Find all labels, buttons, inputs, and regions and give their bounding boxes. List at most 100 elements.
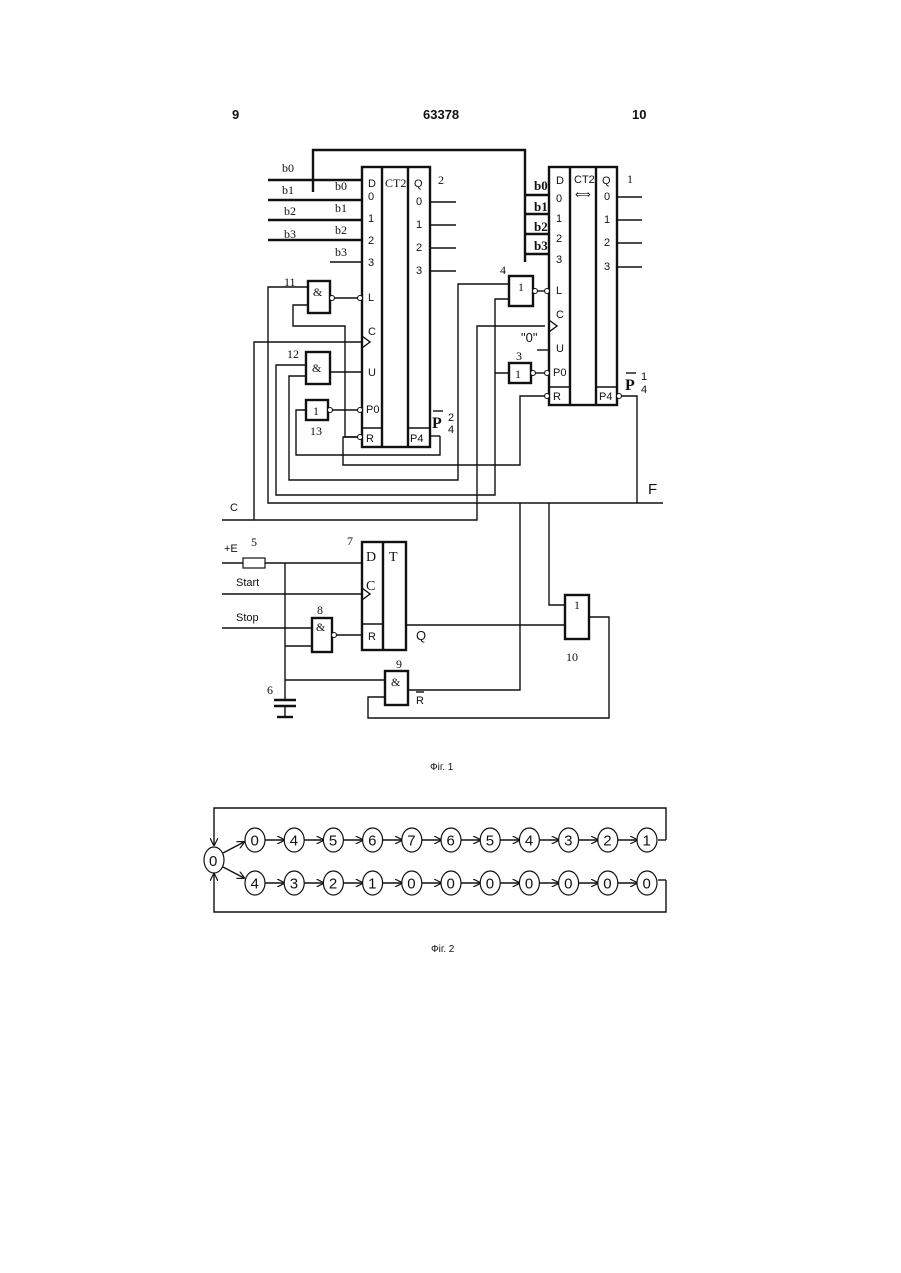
b-input-label: b0 [534, 178, 548, 193]
figure-2-state-diagram: 0 04567654321 43210000000 [204, 808, 666, 912]
counter-title: CT2 [574, 174, 595, 186]
gate-3: 1 3 [509, 349, 545, 383]
state-label: 0 [486, 876, 494, 893]
q-label: 1 [604, 214, 610, 226]
figure-2-caption: Фiг. 2 [431, 944, 455, 955]
state-label: 4 [290, 833, 298, 850]
b-input-label: b2 [534, 219, 548, 234]
ctrl-label: C [368, 326, 376, 338]
gate-symbol: & [313, 285, 323, 299]
page-number-left: 9 [232, 107, 239, 122]
q-label: 2 [416, 242, 422, 254]
counter-number: 1 [627, 172, 633, 186]
d-label: D [368, 178, 376, 190]
counter-1: CT2 ⟺ 1 D 0 1 2 3 L C U P0 R Q 0 1 2 3 P… [525, 167, 647, 405]
b-input-label: b3 [534, 238, 548, 253]
b-input-label: b0 [282, 161, 294, 175]
state-label: 0 [407, 876, 415, 893]
stop-label: Stop [236, 612, 259, 624]
p4-label: P4 [410, 433, 423, 445]
state-label: 0 [564, 876, 572, 893]
p-sup: 2 [448, 412, 454, 424]
q-label: 3 [416, 265, 422, 277]
counter-arrow: ⟺ [575, 189, 591, 201]
d-label: 1 [556, 213, 562, 225]
counter-title: CT2 [385, 176, 406, 190]
trigger-t: T [389, 550, 398, 565]
d-label: 3 [368, 257, 374, 269]
capacitor-number: 6 [267, 683, 273, 697]
d-label: 0 [368, 191, 374, 203]
gate-symbol: & [316, 620, 326, 634]
gate-symbol: 1 [574, 598, 580, 612]
top-row: 04567654321 [245, 828, 657, 852]
c-label: C [230, 502, 238, 514]
gate-number: 4 [500, 263, 506, 277]
p-bar-label: P [625, 377, 635, 394]
state-label: 2 [603, 833, 611, 850]
state-label: 0 [251, 833, 259, 850]
state-label: 5 [329, 833, 337, 850]
ctrl-label: P0 [553, 367, 566, 379]
q-label: Q [414, 178, 423, 190]
b-input-label: b1 [335, 201, 347, 215]
q-output-label: Q [416, 628, 426, 643]
trigger-number: 7 [347, 534, 353, 548]
q-label: 0 [416, 196, 422, 208]
counter-2: CT2 2 D 0 1 2 3 L C U P0 R Q 0 1 2 3 P4 [358, 167, 457, 447]
trigger-r: R [368, 631, 376, 643]
page-number-right: 10 [632, 107, 646, 122]
q-label: Q [602, 175, 611, 187]
d-label: 1 [368, 213, 374, 225]
b-input-label: b0 [335, 179, 347, 193]
state-label: 3 [290, 876, 298, 893]
q-label: 1 [416, 219, 422, 231]
patent-number: 63378 [423, 107, 459, 122]
state-label: 0 [643, 876, 651, 893]
gate-number: 10 [566, 650, 578, 664]
state-label: 6 [368, 833, 376, 850]
state-label: 6 [447, 833, 455, 850]
zero-constant: "0" [521, 330, 538, 345]
ctrl-label: R [366, 433, 374, 445]
trigger-d: D [366, 550, 376, 565]
state-label: 5 [486, 833, 494, 850]
figure-1-circuit: b0 b1 b2 b3 b0 b1 b2 b3 CT2 2 D 0 1 2 3 … [222, 150, 663, 718]
b-input-label: b3 [335, 245, 347, 259]
gate-9: & 9 [385, 657, 408, 705]
ctrl-label: L [368, 292, 374, 304]
gate-number: 8 [317, 603, 323, 617]
trigger-7: 7 D T C R [347, 534, 406, 650]
counter-number: 2 [438, 173, 444, 187]
state-label: 4 [251, 876, 259, 893]
ctrl-label: R [553, 391, 561, 403]
gate-symbol: 1 [313, 404, 319, 418]
gate-8: & 8 [312, 603, 362, 652]
ctrl-label: C [556, 309, 564, 321]
gate-number: 9 [396, 657, 402, 671]
b-input-label: b2 [284, 204, 296, 218]
ctrl-label: U [368, 367, 376, 379]
gate-symbol: & [312, 361, 322, 375]
gate-13: 1 13 [306, 400, 358, 438]
state-label: 7 [407, 833, 415, 850]
state-label: 0 [447, 876, 455, 893]
r-bar-label: R [416, 695, 424, 707]
gate-symbol: 1 [518, 280, 524, 294]
ctrl-label: P0 [366, 404, 379, 416]
start-label: Start [236, 577, 259, 589]
b-input-label: b1 [282, 183, 294, 197]
gate-10: 1 10 [565, 595, 589, 664]
gate-symbol: 1 [515, 367, 521, 381]
state-label: 0 [603, 876, 611, 893]
q-label: 0 [604, 191, 610, 203]
resistor-number: 5 [251, 535, 257, 549]
plus-e-label: +E [224, 543, 238, 555]
p4-label: P4 [599, 391, 612, 403]
gate-number: 13 [310, 424, 322, 438]
d-label: D [556, 175, 564, 187]
q-label: 2 [604, 237, 610, 249]
p-sup: 1 [641, 371, 647, 383]
bottom-row: 43210000000 [245, 871, 657, 895]
